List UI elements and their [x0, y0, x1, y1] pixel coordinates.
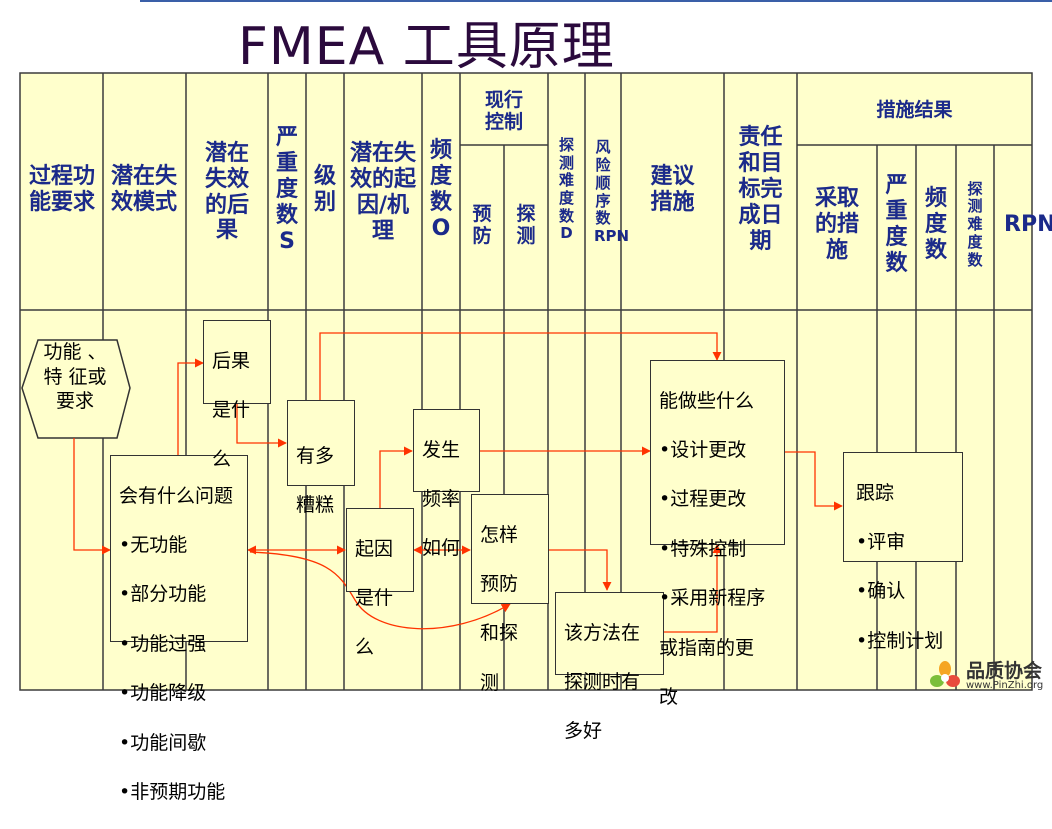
header-severity: 严重度数S — [275, 125, 298, 254]
function-requirement-node: 功能 、特 征或 要求 — [40, 340, 110, 414]
header-current-controls: 现行控制 — [484, 88, 523, 133]
header-detection-d: 探测难度数D — [558, 135, 574, 243]
flow-text: 和探 — [480, 622, 519, 645]
page-title: FMEA 工具原理 — [238, 17, 615, 77]
flow-text: 要求 — [55, 390, 94, 413]
header-result-severity: 严重度数 — [885, 173, 908, 276]
top-rule — [140, 0, 1052, 2]
prevent-detect-box: 怎样 预防 和探 测 — [471, 494, 549, 694]
flow-text: •确认 — [856, 580, 906, 603]
flow-text: 多好 — [564, 720, 603, 743]
header-failure-effect: 潜在失效的后果 — [204, 140, 249, 244]
header-occurrence: 频度数O — [429, 138, 452, 241]
what-problems-box: 会有什么问题 •无功能 •部分功能 •功能过强 •功能降级 •功能间歇 •非预期… — [110, 455, 248, 803]
flow-text: 测 — [480, 671, 500, 694]
flow-text: 会有什么问题 — [119, 484, 234, 507]
flow-text: •设计更改 — [659, 439, 747, 462]
how-often-box: 发生 频率 如何 — [413, 409, 480, 559]
flow-text: •功能过强 — [119, 632, 207, 655]
logo-flower-icon — [930, 661, 960, 687]
flow-text: 改 — [659, 685, 679, 708]
what-causes-box: 起因 是什 么 — [346, 508, 414, 658]
function-hexagon — [21, 339, 131, 439]
flow-text: 起因 — [355, 537, 394, 560]
flow-text: 么 — [355, 636, 375, 659]
flow-text: 么 — [212, 448, 232, 471]
header-detection: 探测 — [516, 202, 536, 247]
header-failure-cause: 潜在失效的起因/机理 — [349, 141, 416, 244]
flow-text: 糟糕 — [296, 494, 335, 517]
flow-text: 有多 — [296, 444, 335, 467]
flow-text: 跟踪 — [856, 481, 895, 504]
flow-text: •控制计划 — [856, 629, 944, 652]
header-result-detection: 探测难度数 — [967, 179, 983, 269]
flow-text: •评审 — [856, 531, 906, 554]
flow-text: •非预期功能 — [119, 780, 226, 803]
flow-text: 功能 — [43, 341, 82, 363]
flow-text: 如何 — [422, 537, 461, 560]
header-recommended-actions: 建议措施 — [650, 164, 695, 215]
logo-name: 品质协会 — [966, 660, 1043, 682]
header-process-function: 过程功能要求 — [29, 164, 96, 215]
header-class: 级别 — [313, 164, 336, 215]
flow-text: 征或 — [68, 365, 107, 388]
flow-text: 或指南的更 — [659, 636, 755, 659]
header-responsibility: 责任和目标完成日期 — [738, 125, 783, 254]
header-action-results: 措施结果 — [876, 98, 953, 121]
flow-text: 探测时有 — [564, 671, 641, 694]
how-bad-box: 有多 糟糕 — [287, 400, 355, 516]
flow-text: 怎样 — [480, 523, 519, 546]
flow-text: 是什 — [212, 399, 251, 422]
pinzhi-logo: 品质协会 www.PinZhi.org — [928, 656, 1048, 696]
flow-text: 频率 — [422, 488, 461, 511]
what-can-be-done-box: 能做些什么 •设计更改 •过程更改 •特殊控制 •采用新程序 或指南的更 改 — [650, 360, 785, 708]
follow-up-box: 跟踪 •评审 •确认 •控制计划 — [843, 452, 963, 652]
flow-text: •无功能 — [119, 534, 188, 557]
flow-text: •过程更改 — [659, 488, 747, 511]
flow-text: 是什 — [355, 587, 394, 610]
flow-text: 发生 — [422, 438, 461, 461]
flow-text: •部分功能 — [119, 583, 207, 606]
flow-arrows — [21, 332, 843, 633]
logo-url: www.PinZhi.org — [966, 680, 1044, 691]
header-prevention: 预防 — [472, 202, 492, 247]
header-result-occurrence: 频度数 — [924, 186, 947, 263]
flow-text: 、特 — [43, 341, 107, 388]
flow-text: 该方法在 — [564, 621, 641, 644]
detection-method-box: 该方法在 探测时有 多好 — [555, 592, 664, 742]
flow-text: •功能降级 — [119, 682, 207, 705]
what-effects-box: 后果 是什 么 — [203, 320, 271, 470]
header-actions-taken: 采取的措施 — [814, 186, 859, 263]
flow-text: •采用新程序 — [659, 587, 766, 610]
flow-text: 后果 — [212, 349, 251, 372]
flow-text: 预防 — [480, 573, 519, 596]
flow-text: •特殊控制 — [659, 537, 747, 560]
header-failure-mode: 潜在失效模式 — [111, 164, 178, 215]
flow-text: •功能间歇 — [119, 731, 207, 754]
flow-text: 能做些什么 — [659, 389, 755, 412]
